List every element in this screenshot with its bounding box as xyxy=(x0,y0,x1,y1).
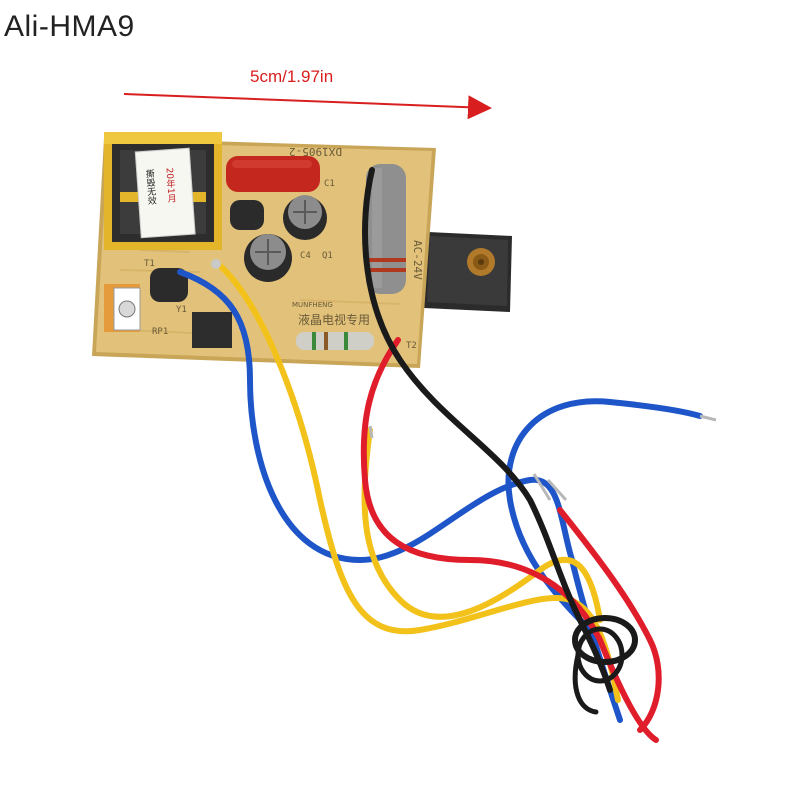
yellow-wire xyxy=(215,261,621,703)
electrolytic-capacitor-1 xyxy=(283,195,327,240)
transistor-2 xyxy=(150,268,188,302)
red-wire-tail xyxy=(557,507,662,733)
board-purpose-marking: 液晶电视专用 xyxy=(298,312,370,327)
measurement-arrow xyxy=(123,93,492,120)
label-t2: T2 xyxy=(406,341,417,351)
ic-chip xyxy=(192,312,232,348)
transistor-1 xyxy=(230,200,264,230)
sticker-line-2: 20年1月 xyxy=(163,167,176,204)
label-rp1: RP1 xyxy=(152,327,168,337)
label-q1: Q1 xyxy=(322,251,333,261)
resistor xyxy=(296,332,374,350)
wire-knot xyxy=(572,615,638,665)
black-wire xyxy=(362,167,613,693)
label-y1: Y1 xyxy=(176,305,187,315)
heatsink xyxy=(424,232,512,312)
red-wire xyxy=(360,337,659,743)
label-c4: C4 xyxy=(300,251,311,261)
label-c1: C1 xyxy=(324,179,335,189)
stripped-wire-end-2 xyxy=(546,478,568,502)
stripped-wire-end xyxy=(699,414,717,422)
board-voltage-marking: AC-24V xyxy=(411,240,424,280)
power-resistor xyxy=(366,164,406,294)
warranty-sticker: 撕毁无效 20年1月 xyxy=(134,147,196,239)
stripped-wire-end-3 xyxy=(532,473,552,501)
transformer: 撕毁无效 20年1月 xyxy=(104,132,222,250)
board-model-marking: DX1905-2 xyxy=(289,145,342,158)
watermark-text: Ali-HMA9 xyxy=(4,10,135,43)
board-brand-marking: MUNFHENG xyxy=(292,301,333,309)
blue-wire xyxy=(177,269,623,723)
label-t1: T1 xyxy=(144,259,155,269)
measurement-label: 5cm/1.97in xyxy=(250,67,333,86)
trimmer-potentiometer xyxy=(104,284,141,332)
electrolytic-capacitor-2 xyxy=(244,234,292,282)
sticker-line-1: 撕毁无效 xyxy=(143,168,156,207)
stripped-wire-end-4 xyxy=(368,425,374,439)
yellow-wire-2 xyxy=(361,427,603,623)
solder-joint xyxy=(211,259,221,269)
